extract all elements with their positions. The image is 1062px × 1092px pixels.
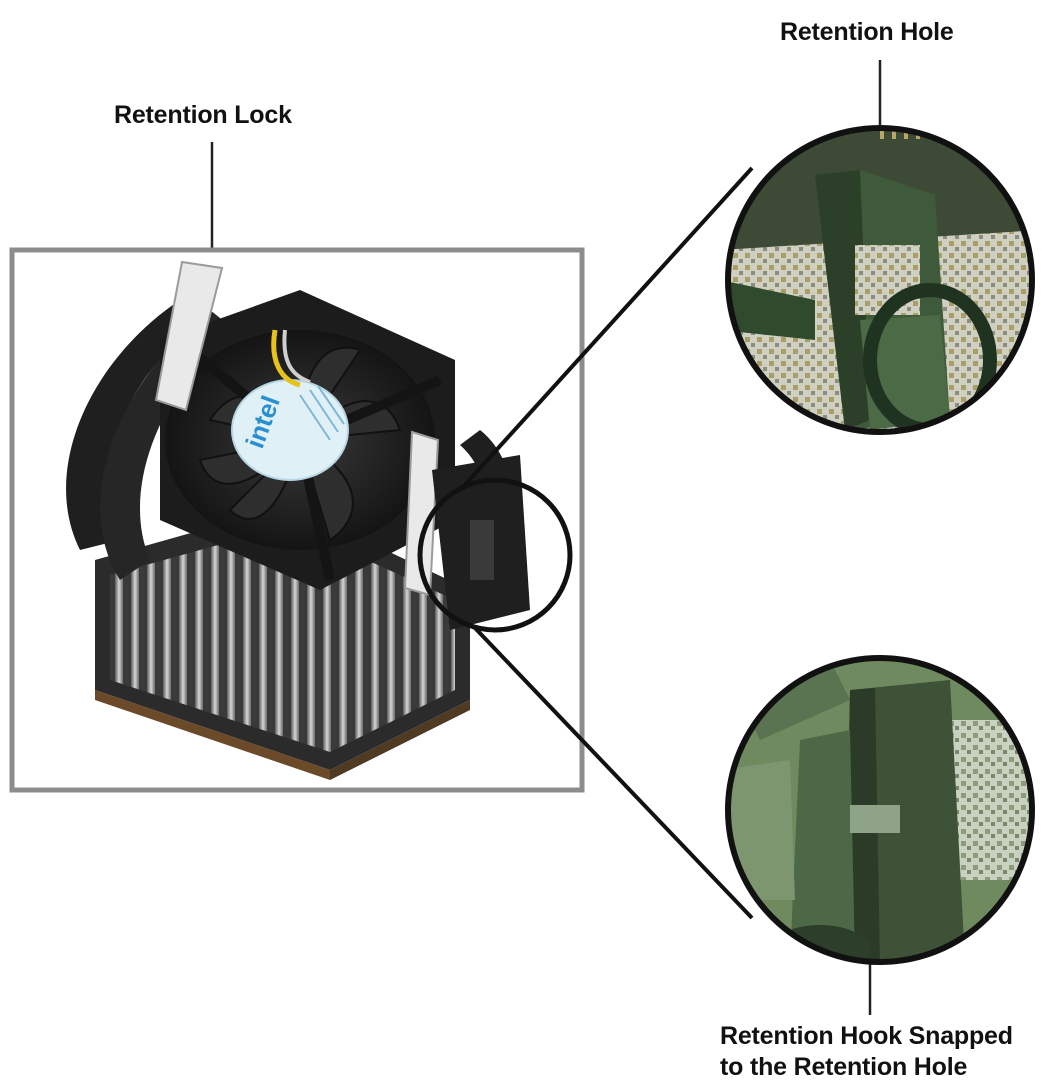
retention-hook-snapped [850, 805, 900, 833]
retention-hook-label-line2: to the Retention Hole [720, 1053, 968, 1081]
cpu-cooler: intel [66, 260, 530, 780]
hook-zoom-circle [417, 477, 573, 633]
retention-hole-zoom-circle [725, 125, 1035, 435]
retention-hole-closeup [728, 128, 1032, 432]
retention-hole-label: Retention Hole [780, 18, 954, 46]
retention-hook-zoom-circle [725, 655, 1035, 965]
retention-lock-label: Retention Lock [114, 101, 292, 129]
retention-hook-closeup [728, 658, 1032, 962]
zoom-connector-top [460, 166, 754, 490]
retention-hook-label-line1: Retention Hook Snapped [720, 1022, 1013, 1050]
retention-lock-lever [154, 260, 224, 412]
zoom-connector-bottom [473, 626, 754, 920]
retention-hook-label: Retention Hook Snapped to the Retention … [720, 1021, 1050, 1083]
